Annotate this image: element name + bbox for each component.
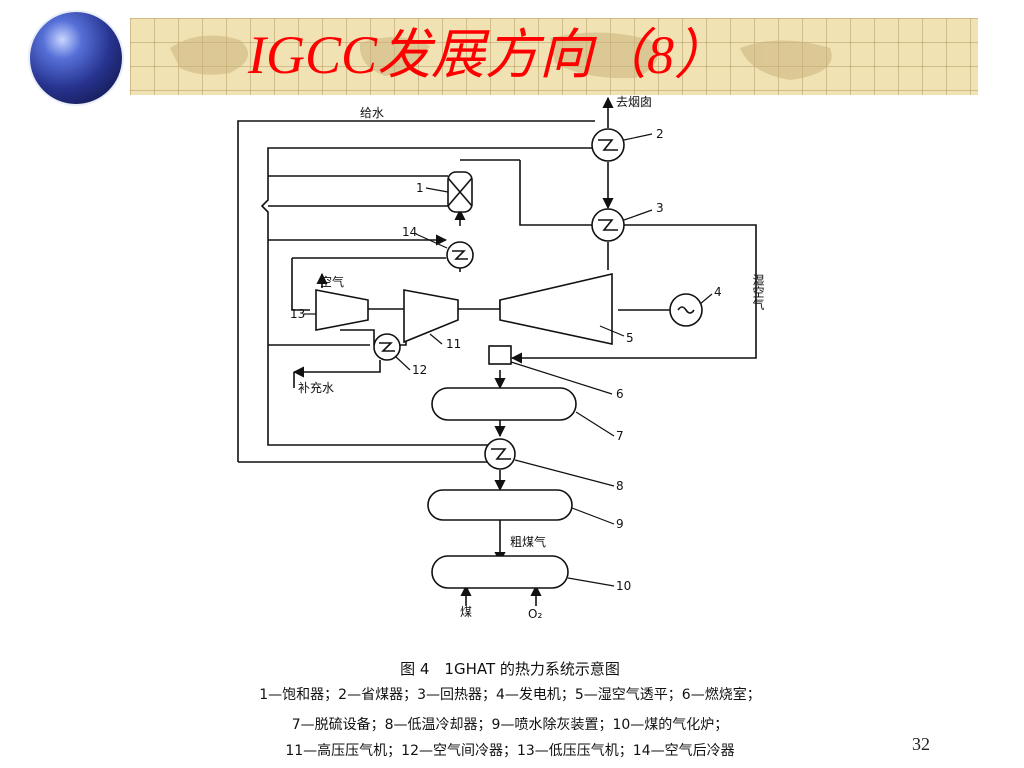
figure-caption-title: 图 4 1GHAT 的热力系统示意图 xyxy=(400,660,620,678)
figure-legend-line: 1—饱和器；2—省煤器；3—回热器；4—发电机；5—湿空气透平；6—燃烧室； xyxy=(259,687,761,703)
aftercooler-14 xyxy=(446,241,474,269)
leader-2 xyxy=(623,133,653,141)
num-11: 11 xyxy=(446,337,461,351)
num-4: 4 xyxy=(714,285,722,299)
label-to-chimney: 去烟囱 xyxy=(616,95,652,109)
leader-4 xyxy=(699,293,713,305)
label-oxygen: O₂ xyxy=(528,607,542,621)
leader-3 xyxy=(623,209,653,221)
label-humid-air: 湿空气 xyxy=(751,273,765,310)
label-coal: 煤 xyxy=(460,605,472,619)
air-loop xyxy=(291,258,310,311)
label-air: 空气 xyxy=(320,274,344,289)
label-crude-gas: 粗煤气 xyxy=(510,534,546,549)
num-7: 7 xyxy=(616,429,624,443)
lpc-outlet xyxy=(340,329,375,345)
spray-scrubber-9 xyxy=(427,489,573,521)
humid-air-turbine-5 xyxy=(499,272,613,345)
makeup-to-12 xyxy=(292,360,381,378)
num-3: 3 xyxy=(656,201,664,215)
num-6: 6 xyxy=(616,387,624,401)
figure-legend-line: 7—脱硫设备；8—低温冷却器；9—喷水除灰装置；10—煤的气化炉； xyxy=(291,717,729,733)
leader-1 xyxy=(425,187,449,193)
map-continent xyxy=(550,32,658,79)
regenerator-3 xyxy=(591,208,625,242)
map-continent xyxy=(170,35,248,75)
globe-icon xyxy=(30,12,122,104)
num-5: 5 xyxy=(626,331,634,345)
leader-11 xyxy=(429,333,443,345)
label-feedwater: 给水 xyxy=(360,106,384,120)
regen-loop xyxy=(519,160,594,226)
map-continent xyxy=(740,40,832,80)
gasifier-10 xyxy=(431,555,569,589)
loop-line-2 xyxy=(260,147,592,446)
desulfurization-7 xyxy=(431,387,577,421)
map-continent xyxy=(359,37,430,76)
low-temp-cooler-8 xyxy=(484,438,516,470)
num-1: 1 xyxy=(416,181,424,195)
generator-4 xyxy=(669,293,703,327)
label-makeup-water: 补充水 xyxy=(298,380,334,395)
leader-10 xyxy=(567,577,615,587)
lp-compressor-13 xyxy=(315,289,369,331)
leader-8 xyxy=(514,459,615,487)
num-10: 10 xyxy=(616,579,631,593)
leader-12 xyxy=(394,355,411,371)
leader-5 xyxy=(599,325,625,337)
num-14: 14 xyxy=(402,225,417,239)
humid-air-line xyxy=(510,224,757,364)
figure-legend-line: 11—高压压气机；12—空气间冷器；13—低压压气机；14—空气后冷器 xyxy=(285,743,735,759)
slide-title: IGCC发展方向（8） xyxy=(248,25,729,85)
num-2: 2 xyxy=(656,127,664,141)
title-banner xyxy=(130,18,978,95)
num-13: 13 xyxy=(290,307,305,321)
num-9: 9 xyxy=(616,517,624,531)
igcc-process-diagram: 给水 去烟囱 空气 补充水 粗煤气 煤 O₂ 湿空气 1 2 3 4 5 6 7… xyxy=(237,95,765,621)
leader-9 xyxy=(571,507,615,525)
world-map-decoration xyxy=(170,32,832,80)
num-12: 12 xyxy=(412,363,427,377)
saturator-1 xyxy=(447,171,473,213)
feedwater-line xyxy=(237,120,595,462)
combustion-chamber-6 xyxy=(488,345,512,365)
hp-compressor-11 xyxy=(403,289,459,344)
leader-14 xyxy=(415,233,448,249)
intercooler-12 xyxy=(373,333,401,361)
economizer-2 xyxy=(591,128,625,162)
leader-7 xyxy=(575,411,615,437)
page-number: 32 xyxy=(912,734,930,754)
leader-6 xyxy=(510,361,613,395)
num-8: 8 xyxy=(616,479,624,493)
